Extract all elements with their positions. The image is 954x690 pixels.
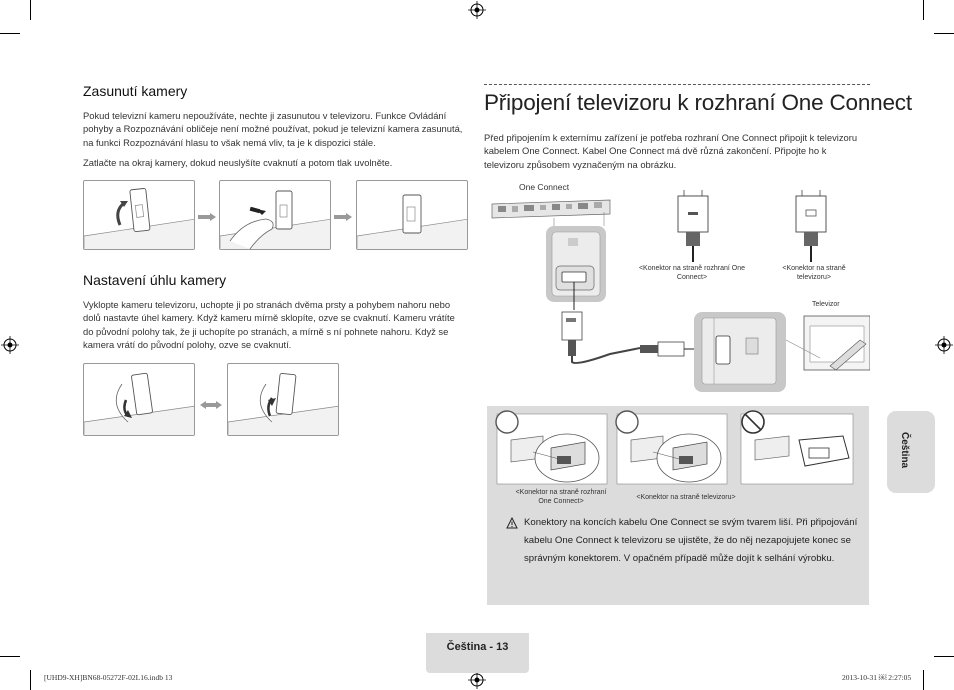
- panel-caption-oc: <Konektor na straně rozhraní One Connect…: [515, 489, 607, 505]
- crop-mark: [0, 33, 20, 34]
- crop-mark: [30, 0, 31, 20]
- crop-mark: [923, 670, 924, 690]
- camera-angle-paragraph: Vyklopte kameru televizoru, uchopte ji p…: [83, 299, 455, 351]
- crop-mark: [30, 670, 31, 690]
- tv-label: Televizor: [812, 301, 840, 308]
- registration-mark-icon: [468, 671, 486, 689]
- connector-comparison-illustration: [495, 410, 854, 485]
- connector-tv-caption: <Konektor na straně televizoru>: [782, 265, 846, 281]
- arrow-right-icon: [334, 208, 352, 221]
- date-info: 2013-10-31 ￼ 2:27:05: [842, 673, 912, 682]
- language-side-tab: [887, 411, 935, 493]
- intro-paragraph: Před připojením k externímu zařízení je …: [484, 132, 858, 170]
- section-divider: [484, 84, 870, 85]
- section-heading-camera-angle: Nastavení úhlu kamery: [83, 272, 227, 288]
- camera-photo-step2: [219, 180, 331, 250]
- warning-text: Konektory na koncích kabelu One Connect …: [524, 517, 858, 564]
- registration-mark-icon: [935, 336, 953, 354]
- page-title: Připojení televizoru k rozhraní One Conn…: [484, 90, 912, 115]
- language-side-label: Čeština: [899, 432, 910, 469]
- crop-mark: [0, 656, 20, 657]
- camera-angle-photo-up: [227, 363, 339, 436]
- connector-oc-caption: <Konektor na straně rozhraní One Connect…: [638, 265, 746, 281]
- double-arrow-icon: [200, 396, 222, 409]
- panel-caption-tv: <Konektor na straně televizoru>: [636, 494, 736, 501]
- camera-photo-step3: [356, 180, 468, 250]
- camera-retract-instruction: Zatlačte na okraj kamery, dokud neuslyší…: [83, 157, 393, 168]
- warning-triangle-icon: [506, 516, 518, 529]
- section-heading-camera-retract: Zasunutí kamery: [83, 83, 188, 99]
- registration-mark-icon: [1, 336, 19, 354]
- crop-mark: [934, 656, 954, 657]
- crop-mark: [934, 33, 954, 34]
- camera-photo-step1: [83, 180, 195, 250]
- one-connect-label: One Connect: [519, 182, 570, 192]
- page-number-tab: Čeština - 13: [426, 633, 529, 673]
- arrow-right-icon: [198, 208, 216, 221]
- camera-retract-paragraph: Pokud televizní kameru nepoužíváte, nech…: [83, 110, 463, 148]
- camera-angle-photo-down: [83, 363, 195, 436]
- registration-mark-icon: [468, 1, 486, 19]
- crop-mark: [923, 0, 924, 20]
- connection-diagram: [491, 190, 870, 392]
- file-info: [UHD9-XH]BN68-05272F-02L16.indb 13: [44, 673, 173, 682]
